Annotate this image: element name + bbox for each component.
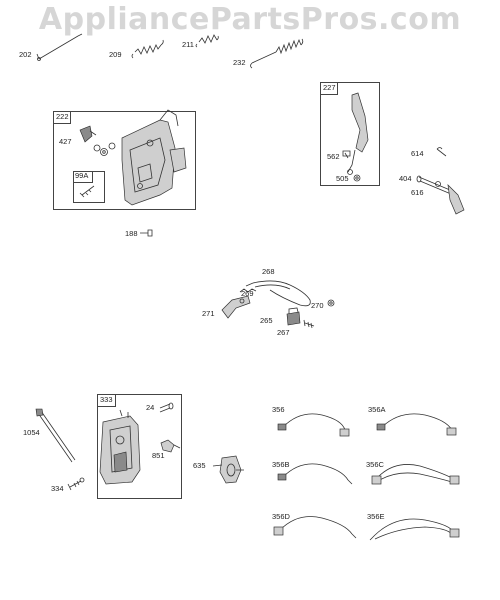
part-232-spring	[250, 38, 304, 69]
part-356-harness	[277, 413, 350, 437]
part-404-shaft	[416, 175, 452, 195]
part-188-screw	[140, 229, 153, 237]
label-267: 267	[277, 328, 290, 337]
box-label-frame-227	[320, 82, 338, 95]
label-356d: 356D	[272, 512, 290, 521]
part-334-screw	[67, 477, 85, 491]
label-333: 333	[100, 395, 113, 404]
watermark: AppliancePartsPros.com	[38, 2, 462, 37]
part-267-screw	[303, 319, 315, 329]
label-334: 334	[51, 484, 64, 493]
part-505-nut	[353, 174, 361, 182]
label-1054: 1054	[23, 428, 40, 437]
part-356d-harness	[273, 516, 357, 539]
part-562-screw	[342, 150, 351, 159]
label-270: 270	[311, 301, 324, 310]
part-222-bracket	[121, 109, 187, 206]
part-209-spring	[131, 39, 164, 59]
part-427-lever	[79, 125, 97, 143]
part-202-rod	[36, 33, 83, 61]
label-404: 404	[399, 174, 412, 183]
label-271: 271	[202, 309, 215, 318]
label-427: 427	[59, 137, 72, 146]
label-851: 851	[152, 451, 165, 460]
part-614-pin	[436, 147, 447, 157]
box-label-frame-99a	[73, 171, 93, 183]
box-label-frame-222	[53, 111, 71, 124]
part-356b-harness	[277, 463, 353, 485]
label-265: 265	[260, 316, 273, 325]
part-271-lever	[221, 295, 251, 319]
part-211-spring	[195, 34, 219, 48]
part-1054-tie	[35, 408, 76, 463]
assembly-box-222	[53, 111, 196, 210]
label-505: 505	[336, 174, 349, 183]
label-635: 635	[193, 461, 206, 470]
label-209: 209	[109, 50, 122, 59]
label-356: 356	[272, 405, 285, 414]
assembly-box-227	[320, 82, 380, 186]
part-333-armature	[99, 409, 141, 485]
part-99a-screw	[79, 185, 95, 198]
part-24-screw	[159, 402, 174, 413]
label-202: 202	[19, 50, 32, 59]
label-356a: 356A	[368, 405, 386, 414]
part-265-clamp	[286, 307, 301, 326]
label-24: 24	[146, 403, 155, 412]
label-562: 562	[327, 152, 340, 161]
part-356a-harness	[376, 413, 457, 436]
label-356e: 356E	[367, 512, 385, 521]
part-356c-harness	[371, 464, 460, 485]
label-232: 232	[233, 58, 246, 67]
label-616: 616	[411, 188, 424, 197]
part-851-clip	[160, 439, 181, 453]
part-227-link	[347, 92, 369, 175]
part-635-boot	[212, 455, 244, 484]
part-270-nut	[327, 299, 335, 307]
label-269: 269	[241, 289, 254, 298]
label-188: 188	[125, 229, 138, 238]
label-227: 227	[323, 83, 336, 92]
label-268: 268	[262, 267, 275, 276]
label-356c: 356C	[366, 460, 384, 469]
part-268-cable	[245, 280, 311, 307]
part-269-clip	[239, 288, 257, 293]
assembly-box-333	[97, 394, 182, 499]
box-label-frame-333	[97, 394, 116, 407]
label-99a: 99A	[75, 171, 89, 180]
label-614: 614	[411, 149, 424, 158]
label-222: 222	[56, 112, 69, 121]
washers-222	[93, 142, 116, 156]
part-616-lever	[435, 181, 465, 215]
label-211: 211	[182, 40, 194, 49]
label-356b: 356B	[272, 460, 290, 469]
part-356e-harness	[369, 518, 460, 541]
